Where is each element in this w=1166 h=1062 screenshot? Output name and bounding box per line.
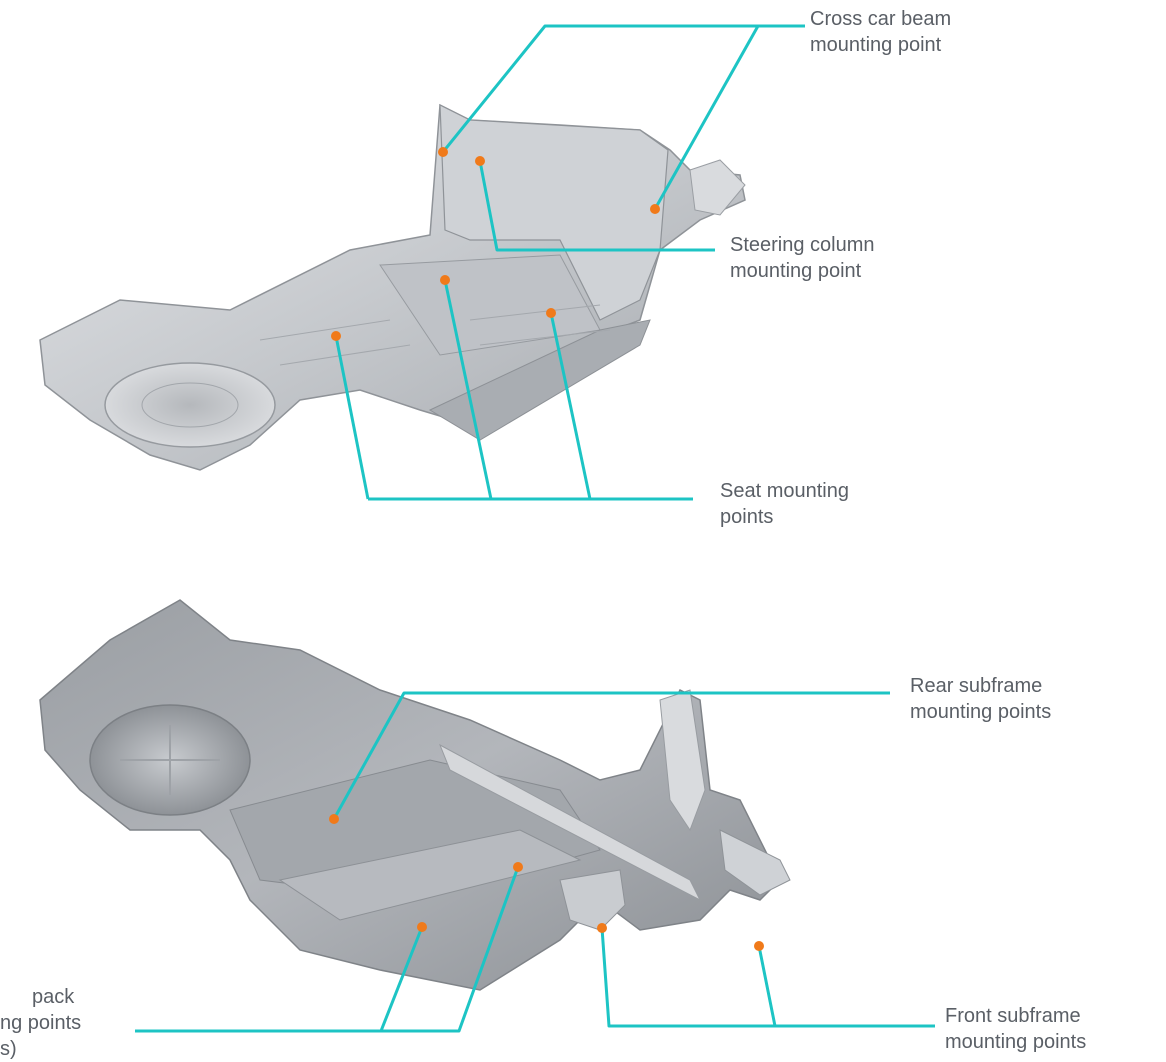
leader-front-subframe-2 [757, 945, 777, 1027]
label-seat-line2: points [720, 506, 774, 528]
label-battery-pack-line2: ng points [0, 1012, 82, 1034]
lower-floor-assembly [39, 599, 791, 991]
label-seat-line1: Seat mounting [720, 480, 849, 502]
label-battery-pack: pack ng points s) [0, 984, 81, 1062]
label-seat: Seat mounting points [720, 478, 849, 530]
seat-point-1 [331, 331, 341, 341]
lower-front-rail [559, 869, 626, 931]
leader-front-subframe [600, 927, 935, 1028]
label-steering-column: Steering column mounting point [730, 232, 875, 284]
front-subframe-point-2 [754, 941, 764, 951]
label-front-subframe: Front subframe mounting points [945, 1003, 1086, 1055]
label-rear-subframe: Rear subframe mounting points [910, 673, 1051, 725]
rear-subframe-point [329, 814, 339, 824]
label-steering-column-line1: Steering column [730, 234, 875, 256]
label-front-subframe-line1: Front subframe [945, 1005, 1081, 1027]
upper-side-sill [428, 319, 651, 441]
lower-side-sill [439, 743, 702, 902]
cross-car-beam-point-right [650, 204, 660, 214]
seat-point-2 [440, 275, 450, 285]
leader-rear-subframe [332, 691, 890, 820]
leader-seat-3 [549, 312, 592, 500]
upper-floor-assembly [39, 103, 746, 471]
label-cross-car-beam-line1: Cross car beam [810, 8, 952, 30]
battery-pack-point-2 [513, 862, 523, 872]
leader-lines [135, 24, 935, 1033]
battery-pack-point-1 [417, 922, 427, 932]
leader-battery-pack-2 [379, 926, 424, 1032]
label-rear-subframe-line2: mounting points [910, 701, 1052, 723]
upper-front-bracket [689, 159, 746, 216]
steering-column-point [475, 156, 485, 166]
seat-point-3 [546, 308, 556, 318]
front-subframe-point-1 [597, 923, 607, 933]
leader-steering-column [478, 160, 715, 252]
label-steering-column-line2: mounting point [730, 260, 862, 282]
label-cross-car-beam-line2: mounting point [810, 34, 942, 56]
leader-battery-pack [135, 866, 520, 1033]
lower-tunnel [278, 829, 582, 921]
label-battery-pack-line3: s) [0, 1038, 17, 1060]
upper-spare-well [104, 362, 276, 448]
cross-car-beam-point-left [438, 147, 448, 157]
leader-seat-2 [443, 279, 493, 500]
mounting-points [329, 147, 764, 951]
leader-seat-1 [334, 335, 370, 500]
upper-dash-panel [439, 104, 669, 321]
label-battery-pack-line1: pack [32, 986, 75, 1008]
leader-cross-car-beam [441, 24, 805, 153]
label-rear-subframe-line1: Rear subframe [910, 675, 1043, 697]
label-front-subframe-line2: mounting points [945, 1031, 1087, 1053]
leader-cross-car-beam-2 [653, 25, 760, 210]
label-cross-car-beam: Cross car beam mounting point [810, 6, 951, 58]
